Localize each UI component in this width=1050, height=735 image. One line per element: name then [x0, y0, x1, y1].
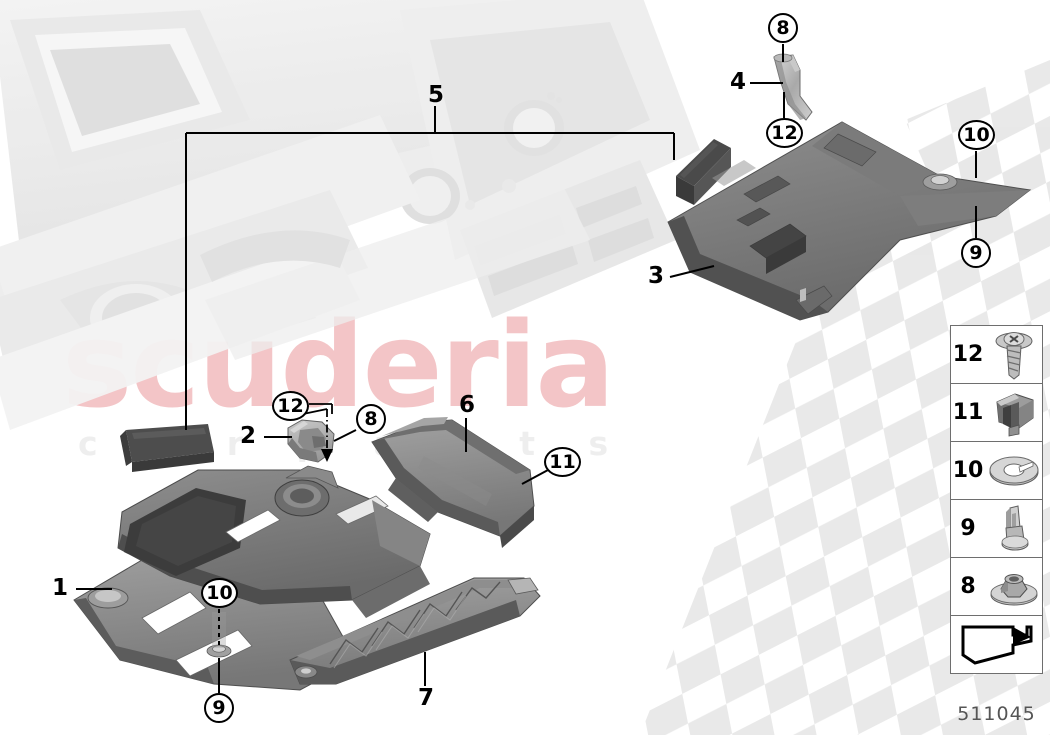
legend-number-8: 8 [960, 574, 976, 599]
part-5-foam-pad-lower [120, 424, 214, 472]
legend-row-10: 10 [951, 442, 1042, 500]
part-3-lower-trim-panel [667, 121, 1032, 321]
flange-nut-icon [985, 567, 1042, 607]
callout-label-4: 4 [730, 69, 747, 95]
screw-icon [985, 329, 1042, 381]
callout-circle-9-right: 9 [961, 238, 991, 268]
legend-number-11: 11 [952, 400, 984, 425]
callout-label-6: 6 [459, 392, 476, 418]
legend-row-9: 9 [951, 500, 1042, 558]
callout-label-7: 7 [418, 685, 435, 711]
callout-circle-10-right: 10 [958, 120, 995, 150]
hardware-legend: 12 11 [950, 325, 1043, 674]
callout-circle-9-bottom: 9 [204, 693, 234, 723]
legend-number-9: 9 [960, 516, 976, 541]
callout-circle-10-bottom: 10 [201, 578, 238, 608]
callout-circle-8-top: 8 [768, 13, 798, 43]
legend-row-direction-arrow [951, 616, 1042, 673]
callout-label-5: 5 [428, 82, 445, 108]
rivet-pin-icon [985, 504, 1042, 554]
part-7-air-duct-grille [289, 577, 541, 685]
callout-label-2: 2 [240, 423, 257, 449]
part-6-side-trim-cover [371, 417, 535, 548]
diagram-part-number: 511045 [957, 703, 1036, 725]
callout-label-1: 1 [52, 575, 69, 601]
legend-row-11: 11 [951, 384, 1042, 442]
washer-icon [985, 454, 1042, 488]
part-5-foam-pad [676, 139, 731, 205]
callout-circle-12-top: 12 [766, 118, 803, 148]
callout-circle-11-mid: 11 [544, 447, 581, 477]
legend-row-12: 12 [951, 326, 1042, 384]
legend-row-8: 8 [951, 558, 1042, 616]
callout-label-3: 3 [648, 263, 665, 289]
legend-number-12: 12 [952, 342, 984, 367]
callout-circle-12-mid: 12 [272, 391, 309, 421]
direction-arrow-icon [951, 621, 1042, 669]
callout-circle-8-mid: 8 [356, 404, 386, 434]
legend-number-10: 10 [952, 458, 984, 483]
spring-clip-icon [985, 388, 1042, 438]
part-1-lower-knee-panel [73, 465, 431, 691]
